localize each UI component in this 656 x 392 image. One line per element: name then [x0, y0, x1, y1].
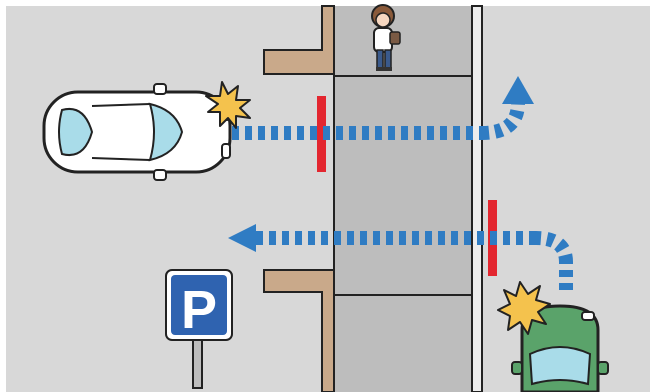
sidewalk [334, 6, 482, 392]
white-car [44, 84, 230, 180]
parking-sign-letter: P [181, 280, 217, 340]
sign-post [193, 338, 202, 388]
right-curb [472, 6, 482, 392]
